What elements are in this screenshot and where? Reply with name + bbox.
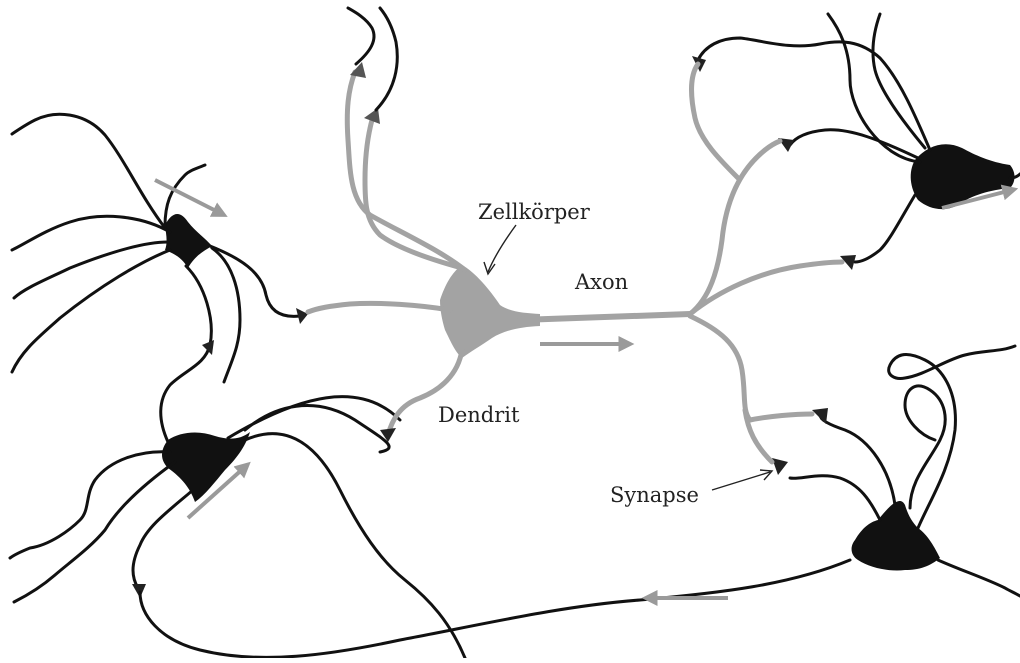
dendrite-left xyxy=(308,303,450,312)
label-axon: Axon xyxy=(575,270,628,294)
axon-branch-lower xyxy=(690,316,812,420)
dendrite xyxy=(889,346,1015,528)
pointer-cell-body xyxy=(488,225,516,272)
soma-right-upper xyxy=(911,144,1015,209)
dendrite xyxy=(820,415,895,505)
axon-branch-middle xyxy=(690,262,842,314)
axon-branch xyxy=(212,248,240,382)
soma-bottom-left xyxy=(162,432,250,502)
dendrite xyxy=(12,250,170,372)
axon-to-gray-dendrite xyxy=(210,246,300,316)
neuron-right-lower xyxy=(772,346,1020,596)
presynaptic-axon xyxy=(348,8,374,64)
feedback-axon xyxy=(140,560,850,657)
axon-long xyxy=(245,434,465,658)
axon-out xyxy=(938,560,1020,596)
neuron-right-upper xyxy=(692,14,1020,270)
dendrite xyxy=(873,14,925,148)
soma-highlighted xyxy=(440,265,540,358)
dendrite xyxy=(12,114,165,228)
dendrite xyxy=(790,476,880,520)
axon-branch xyxy=(161,266,212,442)
dendrite xyxy=(905,386,945,508)
axon-trunk xyxy=(520,314,690,320)
pointer-synapse xyxy=(712,472,770,490)
neuron-bottom-left xyxy=(10,397,850,658)
highlighted-neuron xyxy=(308,8,842,462)
dendrite xyxy=(14,242,168,298)
label-cell-body: Zellkörper xyxy=(478,200,590,224)
axon-branch-upper-left xyxy=(692,64,738,178)
synaptic-terminal xyxy=(772,458,788,475)
presynaptic-axon xyxy=(376,8,397,110)
label-dendrite: Dendrit xyxy=(438,403,519,427)
synaptic-terminal xyxy=(812,408,828,424)
soma-top-left xyxy=(165,214,212,268)
dendrite xyxy=(855,195,915,262)
label-pointers xyxy=(484,225,772,490)
neuron-top-left xyxy=(12,114,308,442)
dendrite-upper-2 xyxy=(365,120,462,268)
axon-loop xyxy=(228,397,400,452)
dendrite xyxy=(790,130,918,158)
dendrite xyxy=(10,452,170,558)
label-synapse: Synapse xyxy=(610,483,699,507)
